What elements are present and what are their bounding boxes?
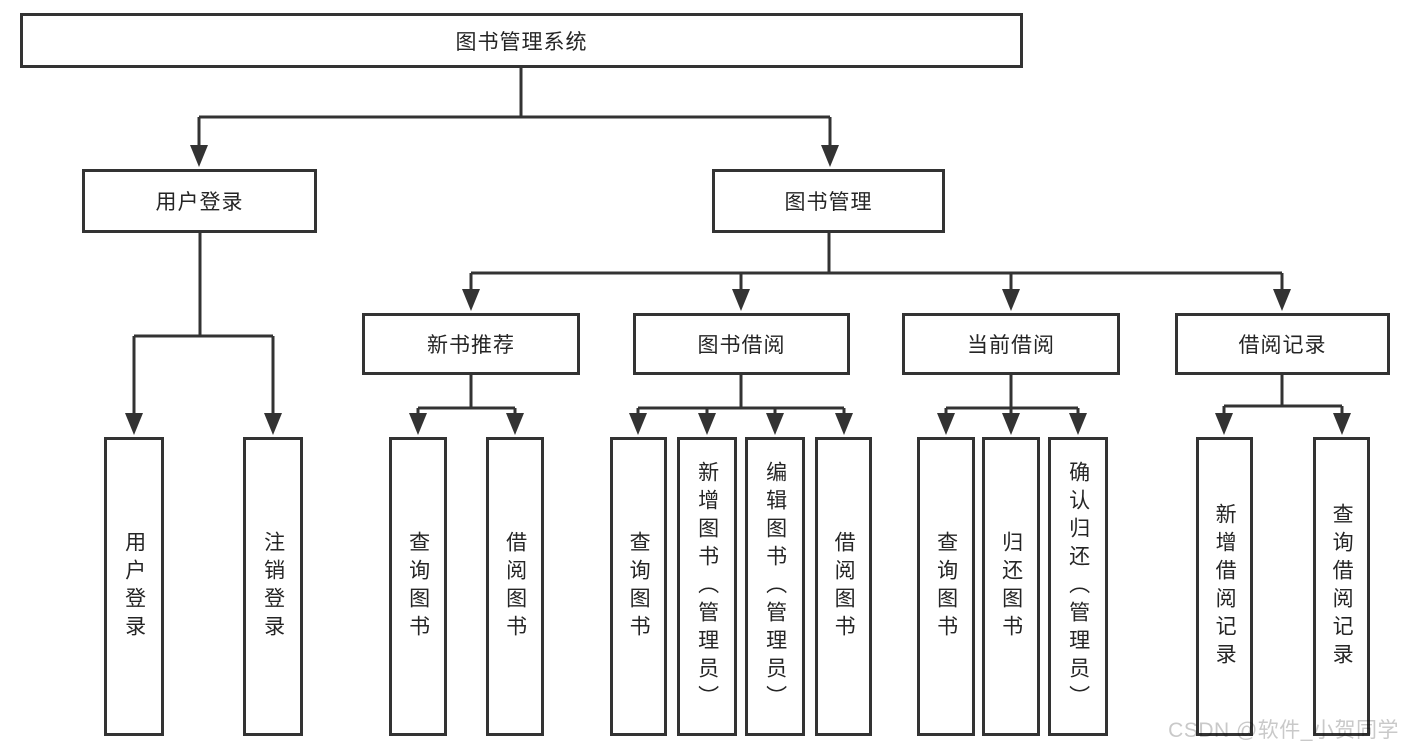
leaf-query-borrow-record-label: 查询借阅记录: [1330, 502, 1354, 671]
leaf-add-borrow-record-label: 新增借阅记录: [1213, 502, 1237, 671]
node-borrowing-records-label: 借阅记录: [1238, 334, 1327, 357]
node-current-borrowing-label: 当前借阅: [967, 334, 1055, 357]
node-current-borrowing: 当前借阅: [902, 313, 1120, 375]
leaf-add-book-admin-label: 新增图书（管理员）: [695, 460, 719, 713]
node-new-book-recommend-label: 新书推荐: [427, 334, 515, 357]
node-book-borrowing-label: 图书借阅: [697, 334, 786, 357]
leaf-query-books-recommend-label: 查询图书: [406, 530, 430, 643]
connector-current-to-leaves: [937, 375, 1087, 435]
leaf-query-books-current-label: 查询图书: [934, 530, 958, 643]
connector-root-to-level2: [190, 68, 839, 167]
csdn-watermark: CSDN @软件_小贺同学: [1168, 719, 1399, 742]
node-borrowing-records: 借阅记录: [1175, 313, 1390, 375]
leaf-logout-label: 注销登录: [261, 530, 285, 643]
leaf-return-books: 归还图书: [982, 437, 1040, 736]
leaf-query-books-current: 查询图书: [917, 437, 975, 736]
node-library-system: 图书管理系统: [20, 13, 1023, 68]
leaf-confirm-return-admin-label: 确认归还（管理员）: [1066, 460, 1090, 713]
leaf-confirm-return-admin: 确认归还（管理员）: [1048, 437, 1108, 736]
leaf-query-books-recommend: 查询图书: [389, 437, 447, 736]
leaf-edit-book-admin-label: 编辑图书（管理员）: [763, 460, 787, 713]
leaf-add-borrow-record: 新增借阅记录: [1196, 437, 1253, 736]
leaf-borrow-books-recommend-label: 借阅图书: [503, 530, 527, 643]
node-new-book-recommend: 新书推荐: [362, 313, 580, 375]
leaf-borrow-books-recommend: 借阅图书: [486, 437, 544, 736]
node-book-management: 图书管理: [712, 169, 945, 233]
leaf-edit-book-admin: 编辑图书（管理员）: [745, 437, 805, 736]
leaf-query-books-borrowing-label: 查询图书: [627, 530, 651, 643]
connector-bookmgmt-to-level3: [462, 233, 1291, 311]
leaf-query-borrow-record: 查询借阅记录: [1313, 437, 1370, 736]
node-user-login: 用户登录: [82, 169, 317, 233]
leaf-return-books-label: 归还图书: [999, 530, 1023, 643]
node-user-login-label: 用户登录: [155, 191, 244, 214]
leaf-user-login-label: 用户登录: [122, 530, 146, 643]
connector-records-to-leaves: [1215, 375, 1351, 435]
connector-userlogin-to-leaves: [125, 233, 282, 435]
connector-borrowing-to-leaves: [629, 375, 853, 435]
leaf-add-book-admin: 新增图书（管理员）: [677, 437, 737, 736]
node-book-borrowing: 图书借阅: [633, 313, 850, 375]
node-library-system-label: 图书管理系统: [455, 30, 588, 54]
leaf-user-login: 用户登录: [104, 437, 164, 736]
leaf-logout: 注销登录: [243, 437, 303, 736]
node-book-management-label: 图书管理: [784, 191, 873, 214]
leaf-query-books-borrowing: 查询图书: [610, 437, 667, 736]
leaf-borrow-books-borrowing: 借阅图书: [815, 437, 872, 736]
connector-newbook-to-leaves: [409, 375, 524, 435]
leaf-borrow-books-borrowing-label: 借阅图书: [832, 530, 856, 643]
